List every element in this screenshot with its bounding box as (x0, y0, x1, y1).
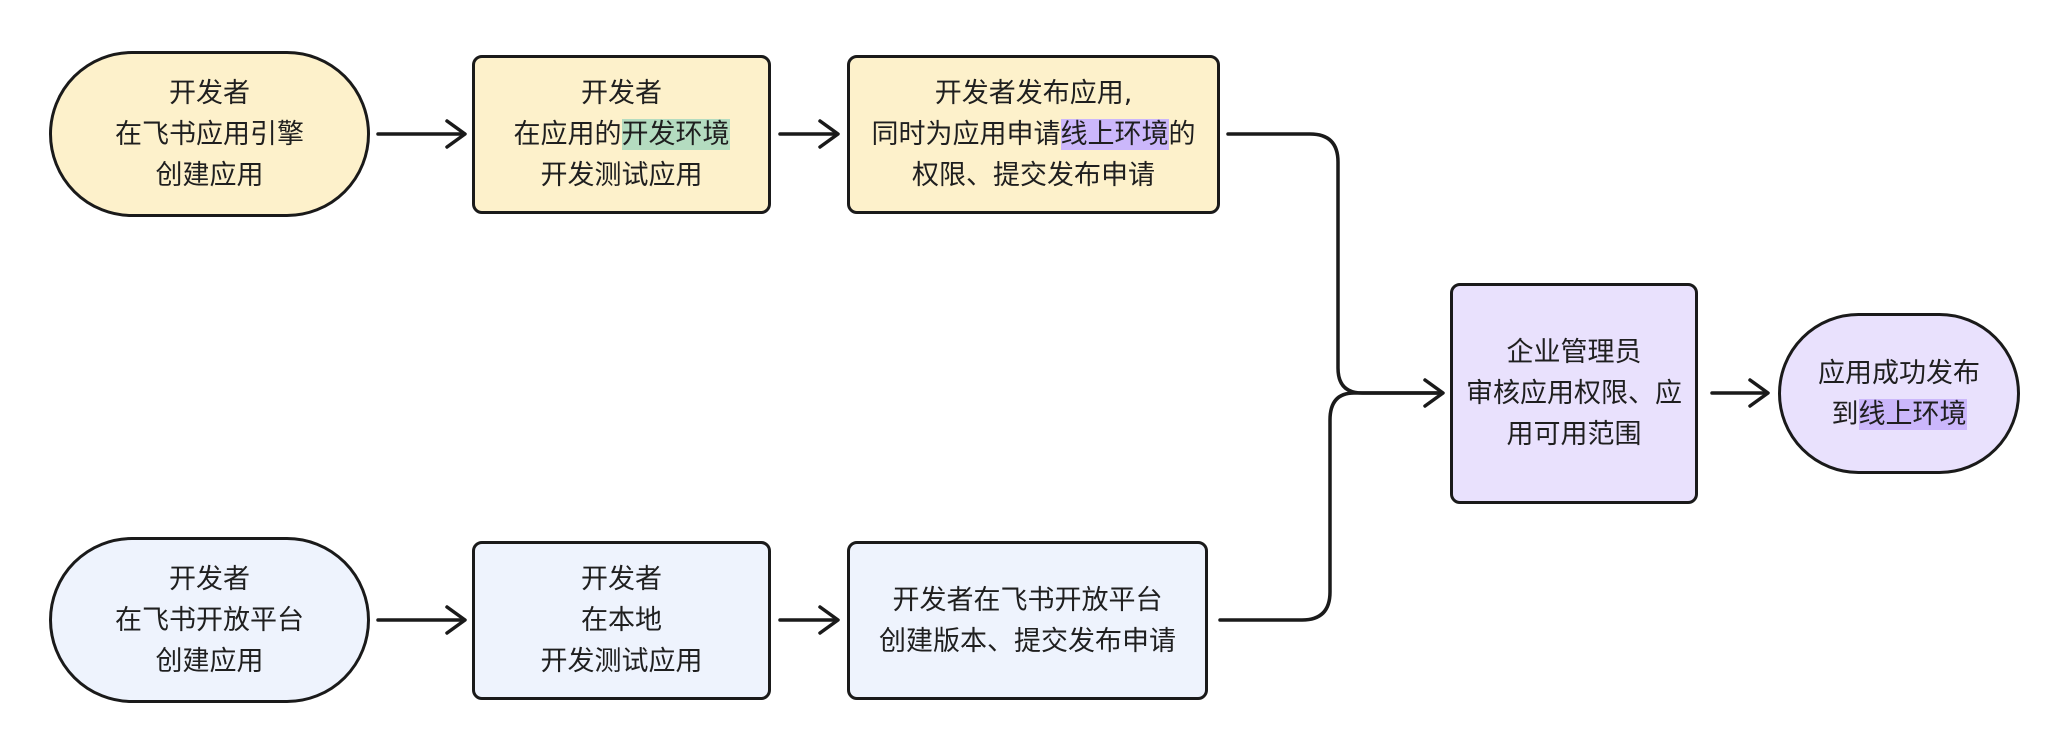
node-text-line: 开发者发布应用, (934, 78, 1133, 109)
node-text-line: 开发者 (169, 77, 250, 109)
text-segment: 的 (1168, 119, 1196, 150)
arrowhead (818, 119, 840, 149)
arrowhead (818, 605, 840, 635)
arrowhead (1423, 378, 1445, 408)
node-open-platform-create-app: 开发者 在飞书开放平台 创建应用 (49, 537, 370, 703)
node-text-line: 权限、提交发布申请 (912, 160, 1155, 191)
node-text-line: 到线上环境 (1818, 394, 1980, 435)
node-text-line: 审核应用权限、应 (1466, 378, 1682, 409)
node-text-line: 开发者 (581, 564, 662, 595)
node-open-platform-publish: 开发者在飞书开放平台 创建版本、提交发布申请 (847, 541, 1208, 700)
node-text-line: 用可用范围 (1506, 419, 1642, 450)
connector-bottom-publish-to-admin (1218, 391, 1444, 622)
node-text-line: 应用成功发布 (1818, 357, 1980, 389)
arrowhead (445, 119, 467, 149)
node-text-line: 创建应用 (155, 645, 264, 677)
text-segment: 同时为应用申请 (871, 119, 1061, 150)
node-text-line: 开发测试应用 (540, 160, 703, 191)
node-text-line: 开发测试应用 (540, 646, 703, 677)
text-segment: 到 (1831, 398, 1859, 430)
node-text-line: 在飞书应用引擎 (115, 118, 304, 150)
node-text-line: 同时为应用申请线上环境的 (872, 114, 1196, 155)
node-text-line: 开发者在飞书开放平台 (892, 584, 1163, 616)
node-feishu-publish: 开发者发布应用, 同时为应用申请线上环境的 权限、提交发布申请 (847, 55, 1220, 214)
node-text-line: 创建版本、提交发布申请 (879, 625, 1176, 657)
node-text-line: 在应用的开发环境 (514, 114, 730, 155)
node-feishu-dev-test: 开发者 在应用的开发环境 开发测试应用 (472, 55, 771, 214)
node-text-line: 企业管理员 (1506, 337, 1642, 368)
node-text-line: 在本地 (581, 605, 662, 636)
node-text-line: 开发者 (581, 78, 662, 109)
connector-top-publish-to-admin (1226, 132, 1444, 395)
node-feishu-create-app: 开发者 在飞书应用引擎 创建应用 (49, 51, 370, 217)
highlight-dev-env: 开发环境 (621, 119, 730, 150)
node-text-line: 在飞书开放平台 (115, 604, 304, 636)
highlight-online-env: 线上环境 (1858, 398, 1967, 430)
node-app-published: 应用成功发布 到线上环境 (1778, 313, 2020, 474)
node-text-line: 开发者 (169, 563, 250, 595)
arrowhead (1748, 378, 1770, 408)
node-local-dev-test: 开发者 在本地 开发测试应用 (472, 541, 771, 700)
highlight-online-env: 线上环境 (1060, 119, 1169, 150)
node-text-line: 创建应用 (155, 159, 264, 191)
arrowhead (445, 605, 467, 635)
text-segment: 在应用的 (513, 119, 622, 150)
node-admin-review: 企业管理员 审核应用权限、应 用可用范围 (1450, 283, 1698, 504)
